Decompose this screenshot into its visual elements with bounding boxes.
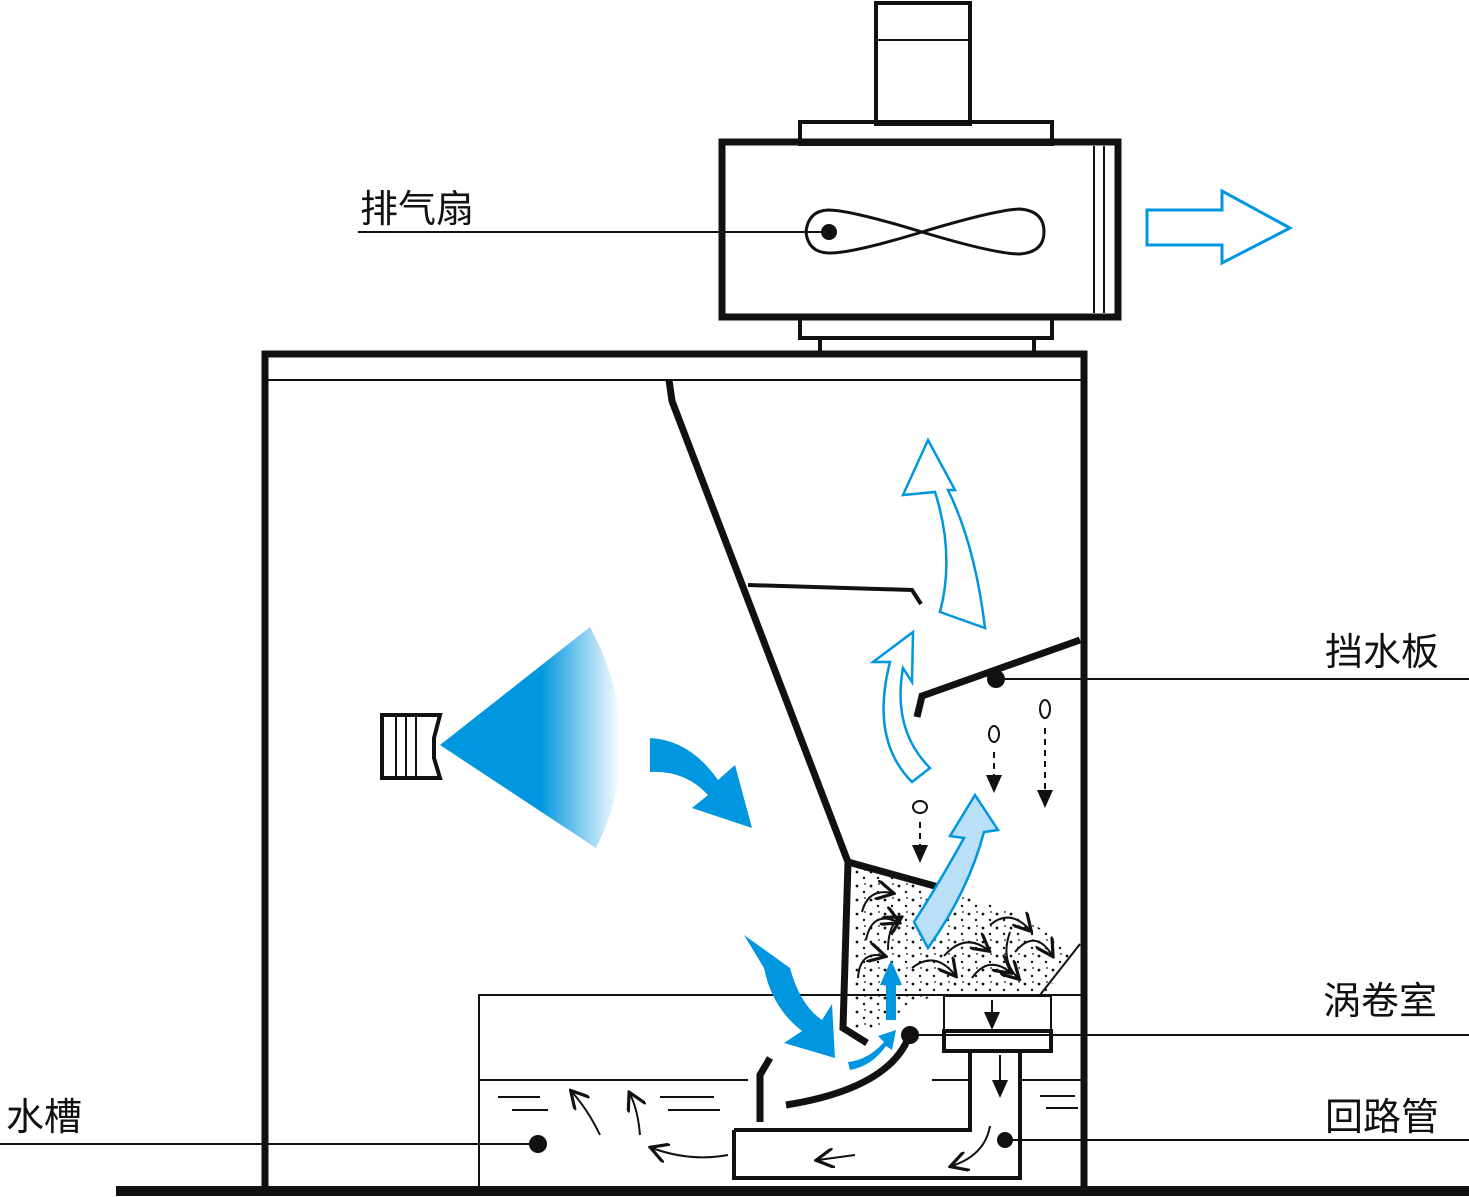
- vortex-chamber-box: [942, 995, 1053, 1053]
- label-baffle: 挡水板: [1325, 630, 1439, 674]
- leader-water-tank: [0, 1135, 547, 1153]
- vortex-mist-zone: [852, 864, 1075, 1032]
- rising-air-arrow: [912, 792, 1001, 951]
- baffle-plate: [913, 636, 1469, 718]
- exhaust-duct: [798, 1, 1054, 357]
- label-water-tank: 水槽: [6, 1095, 82, 1139]
- falling-droplets: [912, 699, 1053, 863]
- rising-air-outline-arrow: [900, 437, 987, 630]
- inlet-airflow-arrow: [880, 960, 902, 1020]
- label-vortex-chamber: 涡卷室: [1323, 979, 1437, 1023]
- exhaust-fan-housing: [718, 138, 1122, 321]
- water-curtain-plate: [665, 379, 943, 1046]
- exhaust-arrow-icon: [1145, 188, 1294, 266]
- inlet-airflow-arrow: [848, 1030, 896, 1070]
- spray-nozzle-icon: [380, 713, 443, 780]
- leader-return-pipe: [997, 1132, 1469, 1148]
- inlet-guide-plate: [756, 1028, 916, 1122]
- tank-flow-arrow: [572, 1092, 601, 1136]
- tank-flow-arrow: [630, 1094, 640, 1136]
- chamber-right-wall: [1039, 943, 1081, 996]
- fan-icon: [804, 207, 1046, 256]
- airflow-arrow-upper: [650, 738, 752, 828]
- label-exhaust-fan: 排气扇: [360, 187, 474, 231]
- spray-cone: [440, 627, 622, 848]
- water-tank: [478, 994, 1084, 1192]
- return-pipe: [652, 1051, 1022, 1180]
- rising-air-outline-arrow: [869, 629, 932, 784]
- vortex-arrows: [857, 892, 1052, 978]
- airflow-arrow-lower: [744, 935, 835, 1058]
- booth-cabinet: [261, 350, 1088, 1192]
- label-return-pipe: 回路管: [1325, 1095, 1439, 1139]
- leader-vortex-chamber: [901, 1026, 1469, 1044]
